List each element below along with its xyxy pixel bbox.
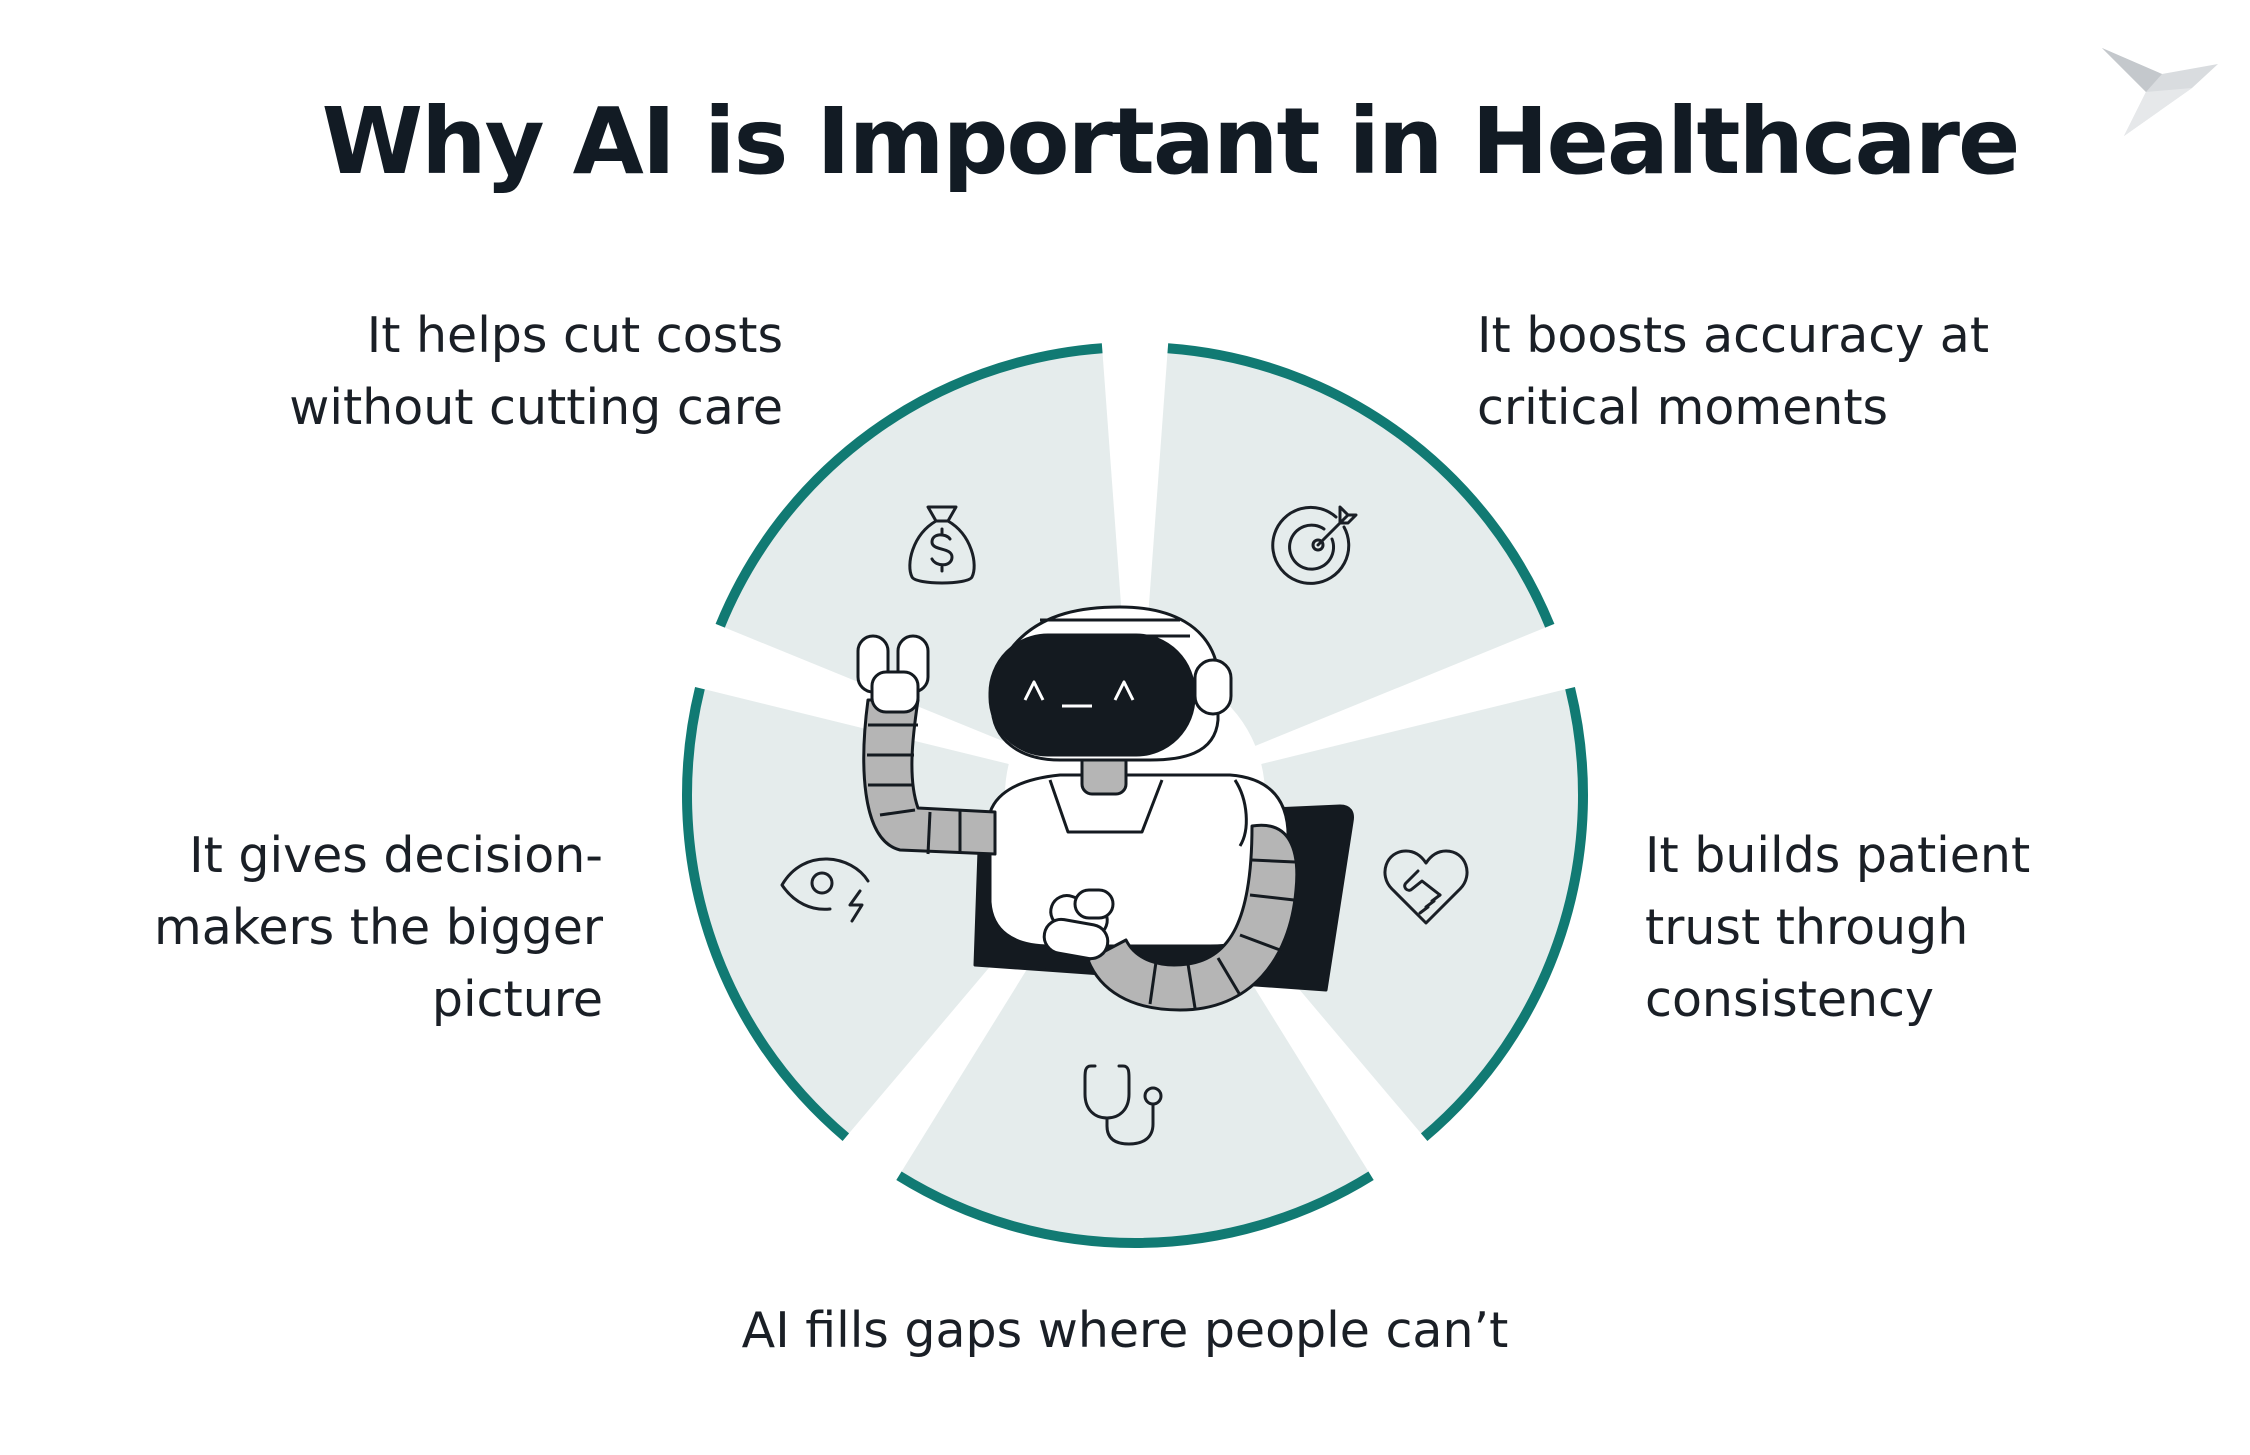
label-accuracy: It boosts accuracy at critical moments: [1477, 300, 2097, 444]
segment-trust: [898, 905, 1372, 1243]
label-line: It builds patient: [1645, 827, 2031, 884]
label-line: picture: [431, 971, 603, 1028]
eye-insight-icon: [780, 857, 870, 923]
page-title: Why AI is Important in Healthcare: [321, 88, 2021, 195]
label-line: consistency: [1645, 971, 1934, 1028]
stethoscope-icon: [1083, 1064, 1163, 1146]
target-icon: [1271, 505, 1358, 585]
segment-accuracy: [1218, 688, 1584, 1138]
segment-gaps: [687, 688, 1052, 1138]
money-bag-icon: [908, 505, 976, 585]
label-decision: It gives decision- makers the bigger pic…: [100, 820, 603, 1036]
heart-handshake-icon: [1383, 849, 1469, 925]
label-line: It helps cut costs: [366, 307, 783, 364]
ring-arc-accuracy: [1420, 686, 1588, 1141]
label-cost: It helps cut costs without cutting care: [200, 300, 783, 444]
ring-arc-decision: [715, 343, 1103, 628]
ring-arc-gaps: [682, 686, 850, 1141]
label-line: AI fills gaps where people can’t: [741, 1302, 1509, 1359]
ring-arc-cost: [1167, 343, 1555, 628]
bird-logo-icon: [2102, 48, 2218, 136]
label-line: critical moments: [1477, 379, 1889, 436]
label-line: trust through: [1645, 899, 1969, 956]
label-line: without cutting care: [289, 379, 783, 436]
label-line: makers the bigger: [154, 899, 603, 956]
label-trust: It builds patient trust through consiste…: [1645, 820, 2205, 1036]
label-gaps: AI fills gaps where people can’t: [0, 1295, 2250, 1367]
label-line: It gives decision-: [189, 827, 603, 884]
ring-arc-trust: [896, 1171, 1374, 1248]
label-line: It boosts accuracy at: [1477, 307, 1990, 364]
segment-cost: [1144, 348, 1550, 746]
robot-icon: [856, 605, 1354, 1012]
